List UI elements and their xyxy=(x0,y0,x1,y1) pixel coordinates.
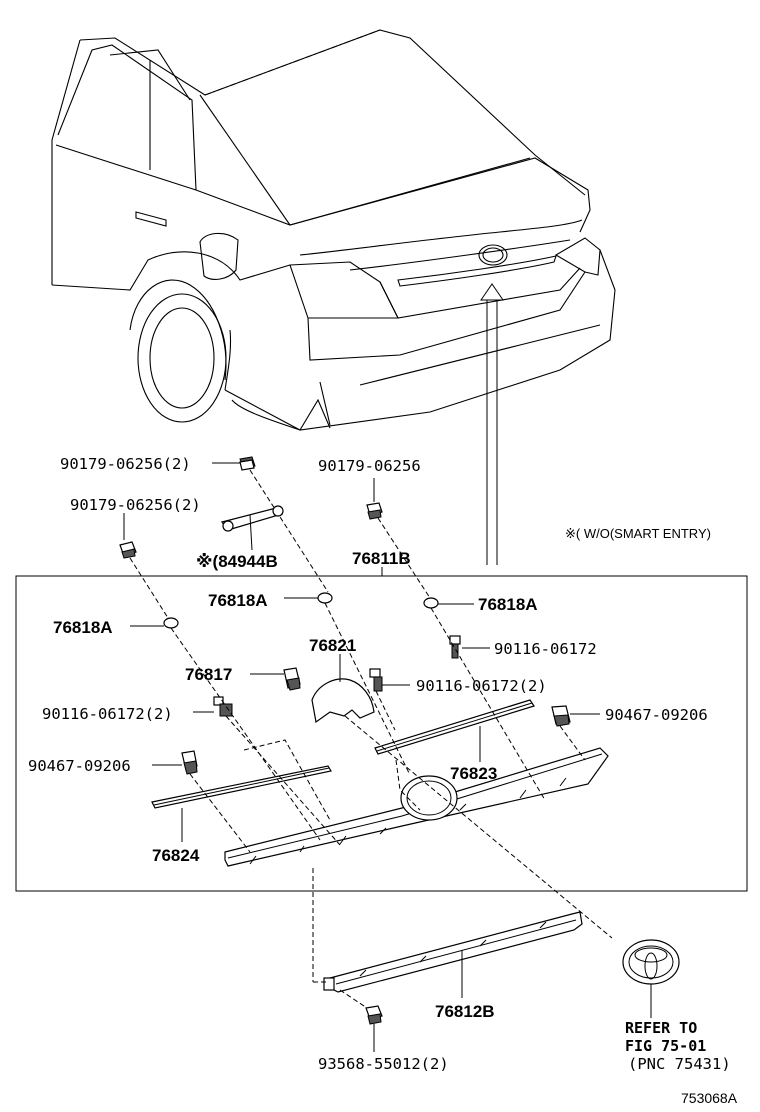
cover-76821-icon xyxy=(311,678,375,724)
label-bolt-left: 90116-06172(2) xyxy=(42,705,173,723)
clip-right-top-icon xyxy=(366,502,383,520)
refer-line-1: REFER TO xyxy=(625,1019,697,1037)
garnish-76811b-icon xyxy=(224,747,609,867)
screw-93568-icon xyxy=(365,1005,383,1025)
bolt-left-icon xyxy=(213,696,233,717)
label-76824: 76824 xyxy=(152,846,200,865)
label-clip-top-1: 90179-06256(2) xyxy=(60,455,191,473)
label-76823: 76823 xyxy=(450,764,497,783)
garnish-76812b-icon xyxy=(323,911,583,993)
refer-line-2: FIG 75-01 xyxy=(625,1037,706,1055)
refer-line-3: (PNC 75431) xyxy=(628,1055,731,1073)
label-76818a-left: 76818A xyxy=(53,618,113,637)
rod-84944b-icon xyxy=(220,505,284,532)
toyota-emblem-icon xyxy=(622,939,680,985)
bolt-mid-icon xyxy=(369,668,383,692)
clip-top-icon xyxy=(239,456,256,471)
label-bolt-mid: 90116-06172(2) xyxy=(416,677,547,695)
label-76811b: 76811B xyxy=(352,549,411,568)
grommet-76818a-left-icon xyxy=(163,617,179,629)
label-clip-top-2: 90179-06256(2) xyxy=(70,496,201,514)
grommet-76818a-right-icon xyxy=(423,597,439,609)
figure-id: 753068A xyxy=(681,1090,738,1106)
label-76812b: 76812B xyxy=(435,1002,495,1021)
clip-left-top-icon xyxy=(119,541,137,559)
bolt-right-icon xyxy=(449,635,461,659)
label-76817: 76817 xyxy=(185,665,232,684)
clip-90467-right-icon xyxy=(551,705,571,727)
assembly-frame xyxy=(15,575,748,892)
label-84944b: ※(84944B xyxy=(196,552,278,571)
grommet-76818a-upper-icon xyxy=(317,592,333,604)
clip-90467-left-icon xyxy=(181,750,198,775)
label-clip-left: 90467-09206 xyxy=(28,757,131,775)
label-clip-top-right: 90179-06256 xyxy=(318,457,421,475)
clip-76817-icon xyxy=(283,667,301,691)
label-76818a-right: 76818A xyxy=(478,595,538,614)
label-screw-bottom: 93568-55012(2) xyxy=(318,1055,449,1073)
label-bolt-right: 90116-06172 xyxy=(494,640,597,658)
label-76821: 76821 xyxy=(309,636,356,655)
note-smart-entry: ※( W/O(SMART ENTRY) xyxy=(565,526,711,541)
label-76818a-upper: 76818A xyxy=(208,591,268,610)
label-clip-right: 90467-09206 xyxy=(605,706,708,724)
location-arrow xyxy=(480,283,504,565)
car-rear-illustration xyxy=(51,29,616,431)
